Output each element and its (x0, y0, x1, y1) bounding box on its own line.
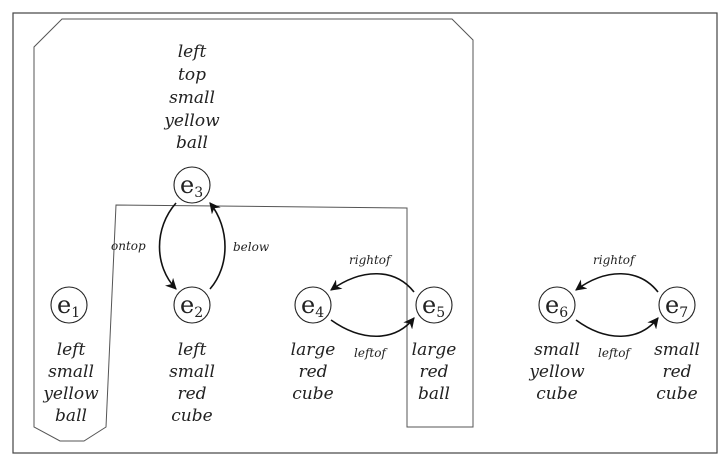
attr-label: red (419, 362, 448, 382)
edge-label-below: below (233, 240, 270, 254)
attr-label: small (654, 340, 700, 360)
node-index: 6 (559, 305, 568, 321)
node-letter: e (57, 291, 71, 319)
edge-label-leftof-e4-e5: leftof (354, 346, 388, 360)
attr-label: large (412, 340, 457, 360)
edge-label-leftof-e6-e7: leftof (598, 346, 632, 360)
node-e3: e3 left top small yellow ball (163, 42, 220, 204)
svg-text:e5: e5 (422, 291, 445, 321)
attr-label: small (169, 88, 215, 108)
attr-label: yellow (163, 111, 220, 131)
node-letter: e (422, 291, 436, 319)
node-index: 5 (436, 305, 445, 321)
node-e7: e7 small red cube (654, 286, 700, 404)
grouping-outline (33, 18, 474, 442)
node-index: 3 (194, 185, 203, 201)
node-circle (658, 286, 696, 324)
node-e2: e2 left small red cube (169, 286, 215, 426)
edge-label-rightof-e7-e6: rightof (593, 253, 637, 267)
attr-label: ball (418, 384, 450, 404)
edge-below (209, 202, 226, 290)
node-index: 4 (315, 305, 324, 321)
node-circle (50, 286, 88, 324)
node-circle (173, 166, 211, 204)
svg-text:e1: e1 (57, 291, 80, 321)
node-circle (173, 286, 211, 324)
svg-text:e3: e3 (180, 171, 203, 201)
attr-label: cube (292, 384, 333, 404)
attr-label: top (178, 65, 206, 85)
node-circle (415, 286, 453, 324)
attr-label: small (169, 362, 215, 382)
node-letter: e (180, 171, 194, 199)
node-letter: e (301, 291, 315, 319)
edge-rightof-e5-e4 (330, 273, 415, 293)
attr-label: cube (536, 384, 577, 404)
attr-label: left (178, 340, 207, 360)
node-e4: e4 large red cube (291, 286, 336, 404)
attr-label: yellow (528, 362, 585, 382)
attr-label: cube (656, 384, 697, 404)
attr-label: red (662, 362, 691, 382)
attr-label: cube (171, 406, 212, 426)
attr-label: yellow (42, 384, 99, 404)
svg-text:e7: e7 (665, 291, 688, 321)
node-circle (294, 286, 332, 324)
edge-label-rightof-e5-e4: rightof (349, 253, 393, 267)
node-e6: e6 small yellow cube (528, 286, 585, 404)
svg-text:e4: e4 (301, 291, 324, 321)
attr-label: small (48, 362, 94, 382)
attr-label: ball (176, 133, 208, 153)
attr-label: left (57, 340, 86, 360)
edge-rightof-e7-e6 (575, 273, 659, 293)
attr-label: small (534, 340, 580, 360)
node-letter: e (545, 291, 559, 319)
svg-text:e6: e6 (545, 291, 568, 321)
node-letter: e (665, 291, 679, 319)
attr-label: ball (55, 406, 87, 426)
edges: ontop below rightof leftof rightof lefto… (111, 202, 659, 360)
attr-label: left (178, 42, 207, 62)
attr-label: red (298, 362, 327, 382)
node-index: 7 (679, 305, 688, 321)
node-letter: e (180, 291, 194, 319)
edge-label-ontop: ontop (111, 239, 146, 253)
edge-leftof-e4-e5 (330, 317, 415, 337)
node-index: 1 (71, 305, 80, 321)
outer-frame (12, 12, 718, 454)
attr-label: large (291, 340, 336, 360)
node-circle (538, 286, 576, 324)
attr-label: red (177, 384, 206, 404)
svg-text:e2: e2 (180, 291, 203, 321)
node-e5: e5 large red ball (412, 286, 457, 404)
node-index: 2 (194, 305, 203, 321)
edge-leftof-e6-e7 (575, 317, 659, 337)
node-e1: e1 left small yellow ball (42, 286, 99, 426)
edge-ontop (158, 202, 177, 290)
